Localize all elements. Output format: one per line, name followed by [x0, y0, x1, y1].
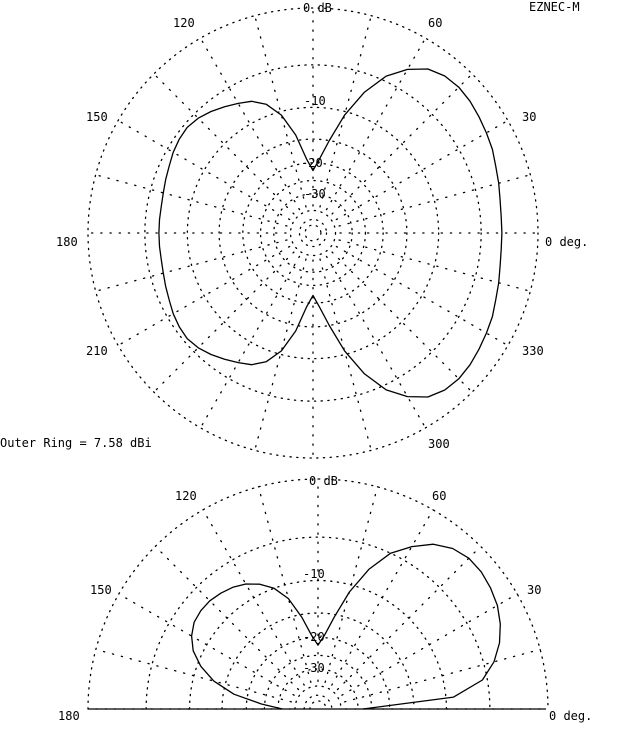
angle-label: 180 [56, 235, 78, 249]
grid-spoke [335, 119, 509, 221]
angle-label: 150 [90, 583, 112, 597]
angle-label: 150 [86, 110, 108, 124]
angle-label: 0 deg. [545, 235, 588, 249]
grid-spoke [257, 486, 312, 683]
angle-label: 210 [86, 344, 108, 358]
angle-label: 30 [522, 110, 536, 124]
ring-db-label: -30 [304, 187, 326, 201]
grid-ring [298, 218, 328, 248]
ring-db-label: -10 [304, 94, 326, 108]
grid-spoke [118, 593, 295, 696]
grid-spoke [95, 174, 288, 227]
grid-spoke [95, 239, 288, 292]
angle-label: 60 [428, 16, 442, 30]
ring-db-label: -20 [303, 630, 325, 644]
grid-ring [87, 478, 549, 710]
grid-spoke [117, 119, 291, 221]
grid-ring [221, 612, 415, 710]
grid-spoke [199, 255, 301, 429]
grid-ring [145, 536, 491, 710]
angle-label: 180 [58, 709, 80, 723]
angle-label: 0 deg. [549, 709, 592, 723]
grid-ring [309, 700, 327, 710]
grid-spoke [331, 73, 473, 215]
grid-ring [218, 138, 408, 328]
grid-ring [144, 64, 482, 402]
grid-spoke [319, 15, 372, 208]
grid-ring [259, 179, 367, 287]
grid-spoke [336, 545, 482, 691]
ring-db-label: 0 dB [303, 1, 332, 15]
grid-spoke [335, 245, 509, 347]
grid-spoke [254, 258, 307, 451]
grid-spoke [117, 245, 291, 347]
grid-ring [87, 7, 539, 459]
grid-spoke [319, 258, 372, 451]
grid-spoke [154, 545, 300, 691]
grid-ring [304, 224, 322, 242]
grid-spoke [341, 593, 518, 696]
grid-ring [289, 209, 337, 257]
outer-ring-label: Outer Ring = 7.58 dBi [0, 436, 152, 450]
grid-spoke [331, 509, 434, 686]
angle-label: 120 [173, 16, 195, 30]
grid-spoke [202, 509, 305, 686]
program-label: EZNEC-M [529, 0, 580, 14]
grid-spoke [95, 648, 292, 703]
grid-spoke [199, 37, 301, 211]
grid-ring [303, 694, 333, 710]
grid-ring [294, 685, 342, 710]
grid-ring [186, 106, 440, 360]
grid-spoke [325, 37, 427, 211]
angle-label: 330 [522, 344, 544, 358]
grid-spoke [153, 251, 295, 393]
ring-db-label: 0 dB [309, 474, 338, 488]
grid-spoke [331, 251, 473, 393]
grid-ring [273, 193, 353, 273]
grid-spoke [325, 255, 427, 429]
grid-spoke [324, 486, 379, 683]
grid-ring [245, 636, 391, 710]
grid-spoke [254, 15, 307, 208]
grid-ring [242, 162, 384, 304]
grid-ring [277, 668, 359, 710]
ring-db-label: -30 [303, 661, 325, 675]
elevation-plot: 0 deg. 30 60 120 150 180 0 dB -10 -20 -30 [58, 474, 592, 723]
angle-label: 60 [432, 489, 446, 503]
ring-db-label: -10 [303, 567, 325, 581]
radiation-pattern-trace [158, 68, 503, 398]
angle-label: 120 [175, 489, 197, 503]
angle-label: 30 [527, 583, 541, 597]
radiation-pattern-trace [190, 543, 501, 710]
grid-spoke [153, 73, 295, 215]
grid-spoke [344, 648, 541, 703]
angle-label: 300 [428, 437, 450, 451]
